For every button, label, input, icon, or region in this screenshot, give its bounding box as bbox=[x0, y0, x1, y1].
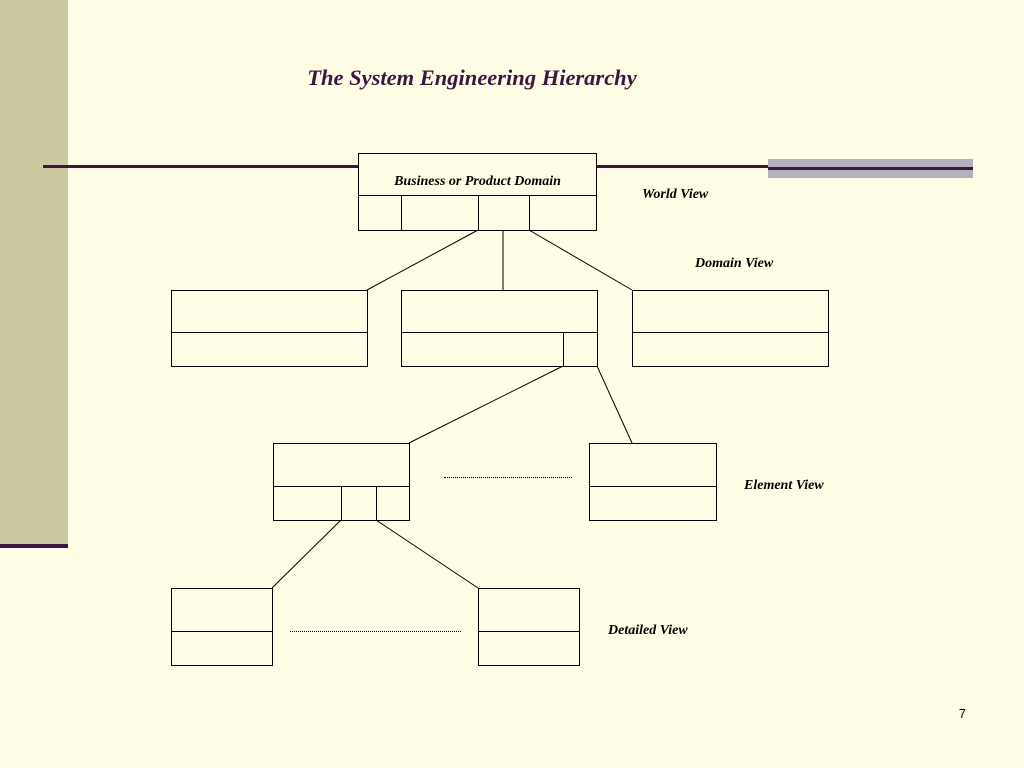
connector-element-to-detail-right bbox=[375, 519, 479, 589]
connector-domain-to-element-right bbox=[596, 365, 633, 444]
left-decorative-band bbox=[0, 0, 68, 545]
root-box-cell-divider bbox=[529, 195, 530, 230]
slide-title: The System Engineering Hierarchy bbox=[307, 65, 637, 90]
left-band-accent-bar bbox=[0, 544, 68, 548]
world-view-label: World View bbox=[642, 187, 709, 202]
connector-root-to-domain-right bbox=[528, 229, 633, 291]
detailed-view-label: Detailed View bbox=[608, 623, 688, 638]
domain-box-divider bbox=[632, 332, 829, 333]
connector-domain-to-element-left bbox=[408, 365, 564, 444]
root-box-divider bbox=[358, 195, 597, 196]
domain-view-label: Domain View bbox=[695, 256, 774, 271]
detail-box-divider bbox=[478, 631, 580, 632]
connector-root-to-domain-left bbox=[366, 229, 479, 291]
domain-box-divider bbox=[401, 332, 598, 333]
detail-box-divider bbox=[171, 631, 273, 632]
element-box-right bbox=[589, 443, 717, 521]
root-box-cell-divider bbox=[401, 195, 402, 230]
page-number: 7 bbox=[958, 706, 966, 721]
element-box-cell-divider bbox=[376, 486, 377, 520]
element-ellipsis-dots bbox=[444, 477, 572, 478]
root-box-label: Business or Product Domain bbox=[394, 174, 561, 189]
header-grey-bar-line bbox=[768, 167, 973, 170]
domain-box-divider bbox=[171, 332, 368, 333]
element-view-label: Element View bbox=[744, 478, 824, 493]
detail-ellipsis-dots bbox=[290, 631, 461, 632]
domain-box-middle bbox=[401, 290, 598, 367]
header-rule-left bbox=[43, 165, 359, 168]
root-box bbox=[358, 153, 597, 231]
detail-box-right bbox=[478, 588, 580, 666]
element-box-cell-divider bbox=[341, 486, 342, 520]
detail-box-left bbox=[171, 588, 273, 666]
connector-element-to-detail-left bbox=[271, 519, 342, 589]
domain-box-left bbox=[171, 290, 368, 367]
domain-box-right bbox=[632, 290, 829, 367]
element-box-divider bbox=[589, 486, 717, 487]
domain-box-cell-divider bbox=[563, 332, 564, 366]
root-box-cell-divider bbox=[478, 195, 479, 230]
